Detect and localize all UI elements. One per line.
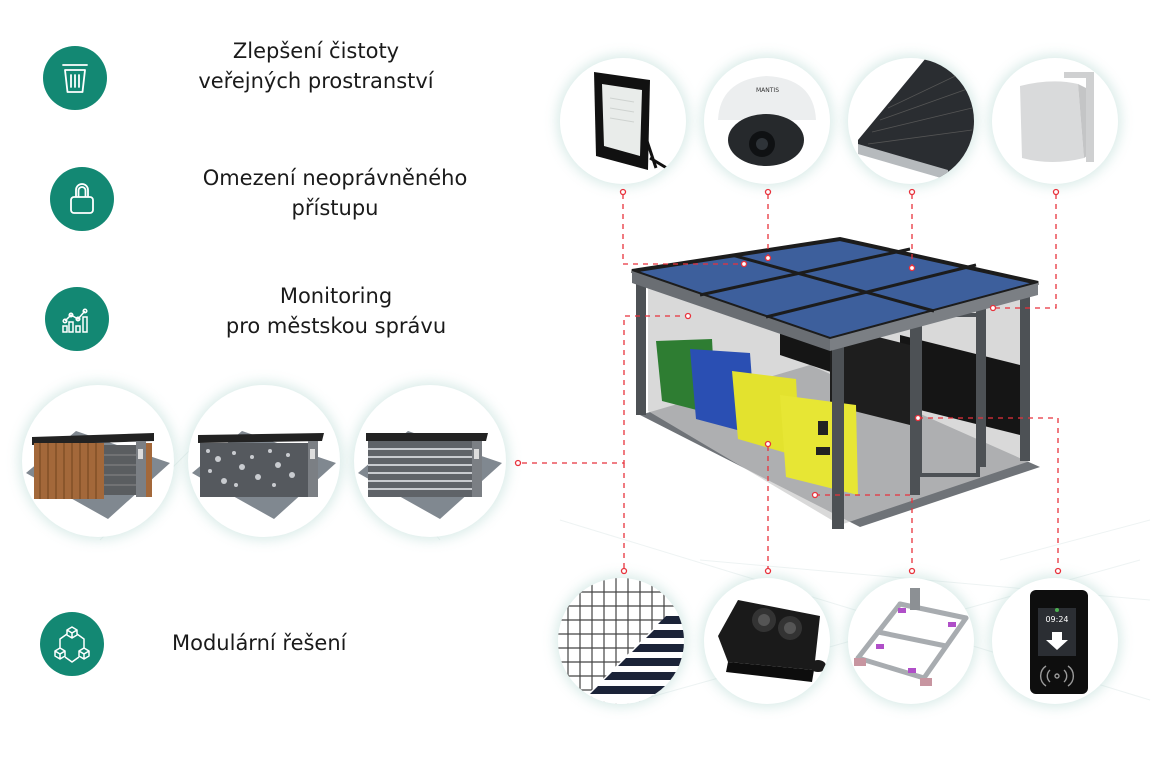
feature-line: Zlepšení čistoty — [232, 39, 400, 63]
feature-line: Omezení neoprávněného — [202, 166, 468, 190]
feature-text-modular: Modulární řešení — [172, 628, 392, 658]
component-wheel-frame — [848, 578, 974, 704]
feature-icon-monitoring — [45, 287, 109, 351]
trash-bin-icon — [62, 64, 88, 93]
feature-line: Modulární řešení — [172, 631, 347, 655]
reader-time: 09:24 — [1045, 615, 1068, 624]
feature-line: Monitoring — [279, 284, 393, 308]
component-fill-level-sensor — [704, 578, 830, 704]
feature-line: veřejných prostranství — [198, 69, 434, 93]
shelter-variant-wood — [22, 385, 174, 537]
component-mesh-netting — [558, 578, 684, 704]
feature-text-access: Omezení neoprávněného přístupu — [180, 163, 490, 223]
component-dome-camera: MANTIS — [704, 58, 830, 184]
shelter-variant-slats — [354, 385, 506, 537]
modules-network-icon — [54, 626, 90, 663]
component-access-card-reader: 09:24 — [992, 578, 1118, 704]
feature-text-cleanliness: Zlepšení čistoty veřejných prostranství — [176, 36, 456, 96]
main-shelter-illustration — [631, 236, 1040, 529]
feature-line: pro městskou správu — [225, 314, 447, 338]
feature-icon-modular — [40, 612, 104, 676]
feature-text-monitoring: Monitoring pro městskou správu — [196, 281, 476, 341]
padlock-icon — [70, 183, 94, 214]
shelter-variant-perforated — [188, 385, 340, 537]
feature-icon-access — [50, 167, 114, 231]
component-solar-panel — [848, 58, 974, 184]
svg-text:MANTIS: MANTIS — [756, 87, 779, 94]
feature-icon-cleanliness — [43, 46, 107, 110]
component-floodlight — [560, 58, 686, 184]
chart-trend-icon — [62, 308, 88, 333]
component-speaker — [992, 58, 1118, 184]
feature-line: přístupu — [291, 196, 379, 220]
